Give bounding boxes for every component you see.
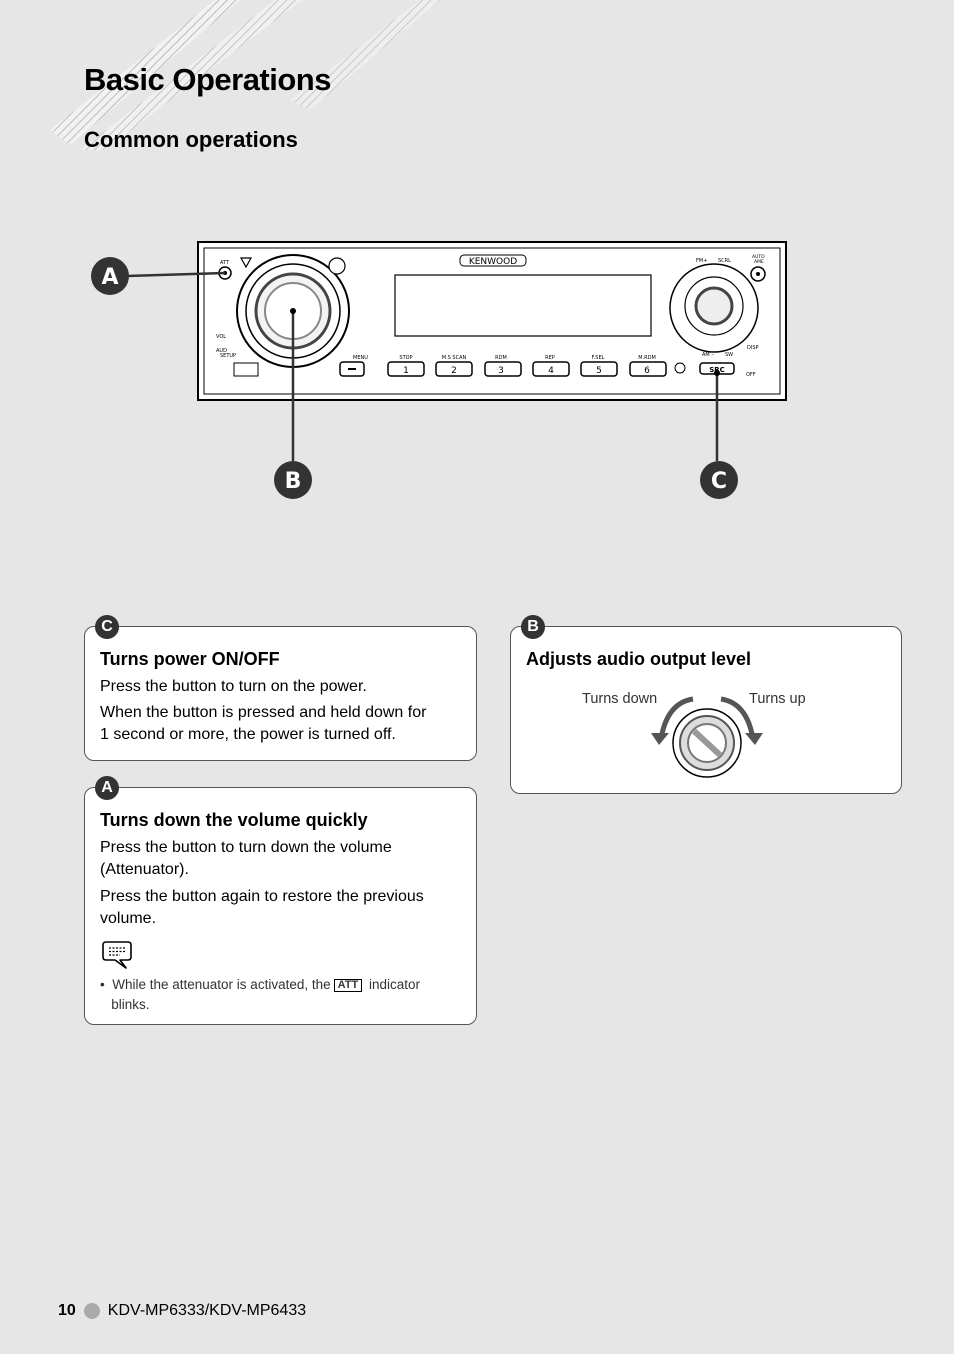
volume-knob-diagram	[651, 696, 763, 778]
power-title: Turns power ON/OFF	[100, 649, 280, 669]
badge-a: A	[95, 776, 119, 800]
turns-down-label: Turns down	[582, 691, 658, 707]
preset-button-3	[484, 361, 522, 377]
model-name: KDV-MP6333/KDV-MP6433	[107, 1302, 307, 1319]
svg-text:SCRL: SCRL	[718, 258, 731, 264]
page-number: 10	[58, 1302, 76, 1319]
attenuator-line-2a: Press the button again to restore the pr…	[100, 888, 424, 905]
stop-label: STOP	[399, 355, 412, 361]
section-title: Common operations	[84, 127, 298, 152]
callout-c	[700, 461, 738, 499]
attenuator-line-1a: Press the button to turn down the volume	[100, 839, 392, 856]
attenuator-line-2b: volume.	[100, 910, 157, 927]
svg-text:3: 3	[498, 366, 504, 376]
badge-b: B	[521, 615, 545, 639]
svg-text:1: 1	[403, 366, 409, 376]
svg-text:FM+: FM+	[696, 258, 707, 264]
page-title: Basic Operations	[84, 62, 331, 97]
volume-info-box: B Adjusts audio output level Turns down …	[510, 615, 902, 794]
svg-text:4: 4	[548, 366, 554, 376]
aud-label: AUD	[216, 348, 227, 354]
preset-button-1	[387, 361, 425, 377]
footer-dot	[83, 1303, 100, 1319]
turns-up-label: Turns up	[749, 691, 806, 707]
attenuator-line-1b: (Attenuator).	[100, 861, 189, 878]
menu-label: MENU	[353, 355, 368, 361]
note-icon	[102, 941, 132, 969]
vol-label: VOL	[216, 334, 226, 340]
faceplate-illustration: ATT VOL AUD SETUP KENWOOD MENU STOP M.S …	[90, 236, 800, 526]
volume-title: Adjusts audio output level	[526, 649, 752, 669]
svg-text:DISP: DISP	[747, 345, 759, 351]
setup-label: SETUP	[220, 353, 236, 359]
preset-button-6	[629, 361, 667, 377]
brand-logo: KENWOOD	[469, 257, 517, 267]
ms-scan-label: M.S SCAN	[442, 355, 467, 361]
svg-text:5: 5	[596, 366, 602, 376]
svg-text:6: 6	[644, 366, 650, 376]
svg-text:AME: AME	[754, 259, 764, 265]
attenuator-title: Turns down the volume quickly	[100, 810, 368, 830]
preset-button-2	[435, 361, 473, 377]
mrdm-label: M.RDM	[638, 355, 656, 361]
svg-text:AM –: AM –	[702, 352, 714, 358]
svg-text:C: C	[711, 469, 727, 494]
preset-button-5	[580, 361, 618, 377]
power-line-2a: When the button is pressed and held down…	[100, 704, 427, 721]
power-line-1: Press the button to turn on the power.	[100, 678, 367, 695]
svg-text:A: A	[101, 265, 118, 290]
svg-text:2: 2	[451, 366, 457, 376]
svg-text:B: B	[285, 469, 302, 494]
rdm-label: RDM	[495, 355, 507, 361]
att-indicator: ATT	[333, 978, 363, 992]
preset-button-4	[532, 361, 570, 377]
callout-a	[91, 257, 129, 295]
power-line-2b: 1 second or more, the power is turned of…	[100, 726, 396, 743]
page-footer: 10 KDV-MP6333/KDV-MP6433	[58, 1302, 306, 1320]
svg-text:AUTO: AUTO	[752, 254, 765, 260]
power-info-box: C Turns power ON/OFF Press the button to…	[84, 615, 477, 761]
svg-text:OFF: OFF	[746, 372, 756, 378]
display-window	[394, 274, 652, 337]
rep-label: REP	[545, 355, 555, 361]
att-label: ATT	[220, 260, 230, 266]
fsel-label: F.SEL	[592, 355, 605, 361]
decorative-stripe	[50, 0, 440, 150]
badge-c: C	[95, 615, 119, 639]
callout-b	[274, 461, 312, 499]
note-text: • While the attenuator is activated, the…	[100, 977, 420, 1012]
svg-text:SW: SW	[725, 352, 733, 358]
attenuator-info-box: A Turns down the volume quickly Press th…	[84, 776, 477, 1025]
